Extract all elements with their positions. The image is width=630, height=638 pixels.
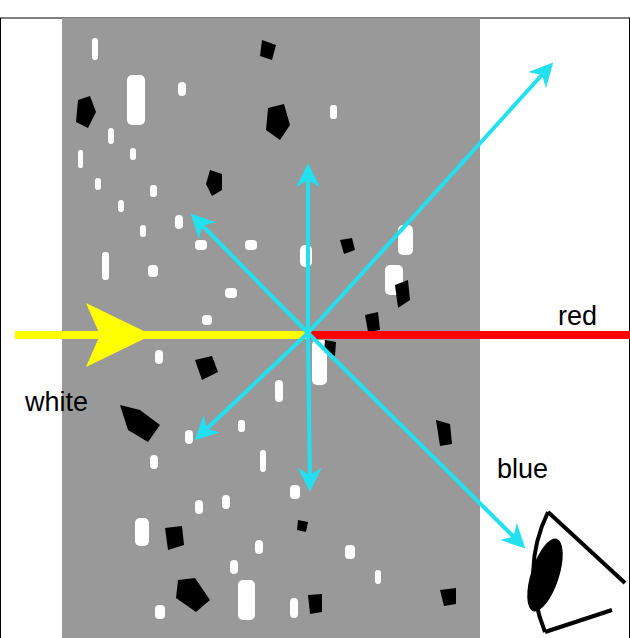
white-beam (15, 331, 310, 339)
white-particles (78, 38, 413, 620)
scattered-rays (194, 66, 550, 545)
beam-arrowhead (86, 303, 152, 367)
color-label: red (558, 302, 597, 332)
red-beam (310, 331, 630, 339)
color-label: blue (497, 455, 548, 485)
black-particles (76, 40, 456, 614)
medium-band (62, 18, 480, 638)
eye-symbol (520, 512, 625, 632)
color-label: white (25, 388, 88, 418)
frame (1, 18, 630, 638)
